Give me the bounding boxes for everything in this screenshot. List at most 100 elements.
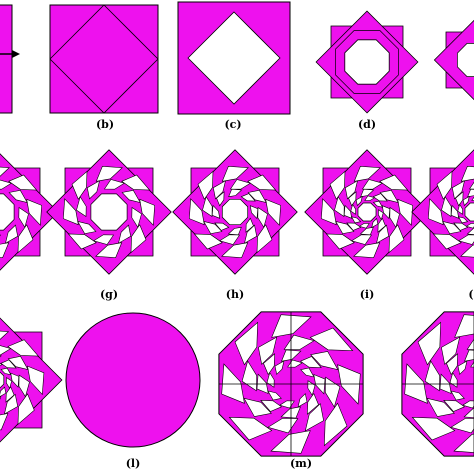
panel-i-ring3-hole	[372, 200, 384, 208]
panel-n-partial-ring1-hole	[426, 397, 455, 417]
panel-m-ring3-hole	[300, 367, 315, 378]
label-g: (g)	[99, 288, 119, 301]
panel-n-partial-ring2-hole	[446, 353, 459, 376]
panel-i-ring1-hole	[335, 221, 355, 235]
panel-g-ring0-hole	[62, 198, 79, 226]
panel-j-partial-ring2-hole	[450, 204, 460, 219]
panel-n-partial-ring1-hole	[450, 417, 474, 434]
panel-h-ring1-hole	[203, 221, 223, 235]
panel-m-ring0-hole	[309, 327, 354, 352]
panel-g-ring1-hole	[92, 234, 115, 245]
panel-k-partial-ring0-hole	[0, 413, 9, 431]
panel-i-ring2-hole	[372, 193, 388, 202]
label-l: (l)	[125, 457, 141, 470]
panel-n-partial-ring0-hole	[411, 416, 456, 441]
panel-g-ring1-hole	[121, 189, 141, 203]
panel-f-partial-ring1-hole	[0, 179, 13, 190]
panel-h-ring0-hole	[265, 198, 282, 226]
panel-i-ring3-hole	[371, 217, 379, 229]
panel-j-partial-ring1-hole	[457, 234, 474, 245]
panel-i-ring3-hole	[355, 195, 363, 207]
panel-a-partial	[0, 4, 20, 114]
panel-g-ring0-hole	[130, 224, 147, 254]
panel-g-ring0-hole	[95, 242, 123, 259]
panel-m-ring3-hole	[274, 360, 285, 375]
panel-g-ring1-hole	[76, 195, 87, 218]
panel-k-partial-ring3-hole	[0, 386, 7, 397]
panel-k-partial-ring0-hole	[0, 330, 10, 340]
panel-n-partial-ring3-hole	[457, 360, 468, 375]
panel-j-partial-ring0-hole	[427, 198, 444, 226]
panel-m-ring0-hole	[323, 402, 348, 447]
panel-k-partial-ring1-hole	[18, 374, 30, 398]
panel-c-diamond-hole	[187, 11, 281, 105]
panel-j-partial-ring1-hole	[441, 195, 452, 218]
panel-k-partial-ring2-hole	[10, 372, 20, 388]
panel-g-center-octagon	[90, 193, 128, 231]
panel-i-ring0-hole	[397, 198, 414, 226]
panel-i-ring2-hole	[381, 205, 391, 220]
arrow-head-icon	[12, 50, 20, 58]
panel-h-ring0-hole	[256, 224, 273, 254]
panel-f-partial-ring1-hole	[0, 234, 2, 237]
panel-k-partial-ring2-hole	[0, 355, 2, 358]
label-j-partial: (	[468, 288, 474, 301]
panel-f-partial-center-octagon	[0, 193, 15, 231]
panel-m-ring0-hole	[228, 416, 273, 441]
panel-m-ring3-hole	[267, 390, 282, 401]
panel-i-ring3-hole	[350, 203, 356, 215]
panel-i-ring3-hole	[364, 195, 376, 201]
panel-h-ring0-hole	[197, 170, 214, 200]
panel-e-square-b	[433, 19, 474, 101]
panel-i-ring2-hole	[359, 226, 374, 236]
panel-f-partial-ring1-hole	[5, 224, 19, 244]
panel-h-ring2-hole	[214, 222, 230, 231]
panel-j-partial-ring3-hole	[457, 216, 469, 224]
panel-n-partial-ring1-hole	[441, 336, 461, 365]
panel-i-ring1-hole	[376, 224, 390, 244]
panel-h-ring1-hole	[257, 206, 268, 229]
label-b: (b)	[95, 118, 115, 131]
panel-e-hole	[457, 43, 474, 77]
panel-g-ring0-hole	[71, 170, 88, 200]
panel-i-ring2-hole	[346, 222, 362, 231]
panel-g-ring0-hole	[95, 165, 123, 182]
panel-i-ring2-hole	[360, 188, 375, 198]
panel-f-partial-ring1-hole	[18, 206, 29, 229]
panel-i-ring1-hole	[334, 195, 345, 218]
panel-n-partial-ring2-hole	[464, 349, 474, 362]
panel-d	[315, 10, 419, 114]
panel-i-ring1-hole	[344, 180, 358, 200]
panel-l-circle	[65, 312, 201, 448]
panel-i-ring0-hole	[325, 233, 355, 250]
panel-h-ring2-hole	[227, 226, 242, 236]
panel-j-partial-ring3-hole	[462, 195, 470, 207]
panel-j-partial-ring2-hole	[453, 222, 469, 231]
panel-a-square	[0, 4, 13, 114]
panel-h-ring1-hole	[247, 189, 267, 203]
panel-i-ring3-hole	[378, 209, 384, 221]
panel-m-ring2-hole	[260, 399, 283, 412]
panel-m-ring0-hole	[234, 321, 259, 366]
panel-k-partial-ring3-hole	[6, 377, 13, 390]
panel-m-ring2-hole	[306, 392, 319, 415]
panel-k-partial-ring3-hole	[0, 367, 12, 376]
panel-j-partial-ring1-hole	[451, 180, 465, 200]
panel-g-ring1-hole	[118, 224, 132, 244]
panel-i-ring3-hole	[358, 223, 370, 229]
panel-i	[304, 149, 430, 275]
panel-i-ring3-hole	[350, 216, 362, 224]
panel-m-ring1-hole	[310, 351, 339, 371]
panel-h-ring2-hole	[240, 193, 256, 202]
panel-f-partial-ring0-hole	[8, 174, 38, 191]
panel-k-partial-ring3-hole	[0, 363, 4, 367]
panel-h-ring1-hole	[229, 179, 252, 190]
panel-g-ring0-hole	[139, 198, 156, 226]
panel-g-ring0-hole	[121, 174, 151, 191]
panel-j-partial-ring3-hole	[465, 223, 474, 229]
panel-k-partial-ring2-hole	[0, 396, 2, 400]
panel-c	[177, 1, 291, 115]
panel-g-ring1-hole	[103, 179, 126, 190]
panel-j-partial-ring2-hole	[455, 191, 464, 207]
